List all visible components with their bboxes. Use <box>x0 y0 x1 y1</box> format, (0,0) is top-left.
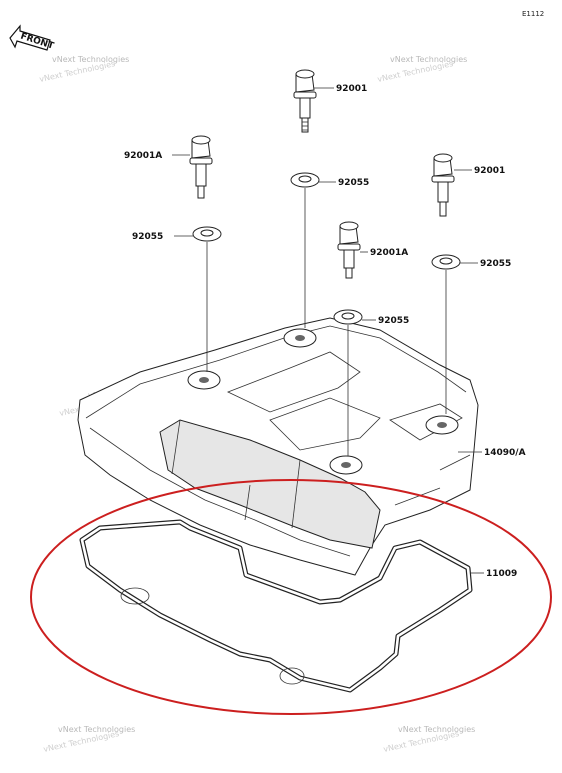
label-92055-mid: 92055 <box>378 316 409 326</box>
cylinder-head-cover <box>77 317 479 576</box>
bolt-92001a-left <box>189 135 213 199</box>
washer-92055-right <box>431 254 461 270</box>
washer-92055-mid <box>333 309 363 325</box>
front-label: FRONT <box>19 32 56 52</box>
watermark-5: vNext Technologies <box>58 725 135 734</box>
label-92001a-mid: 92001A <box>370 248 408 258</box>
label-14090a: 14090/A <box>484 448 526 458</box>
label-92055-center: 92055 <box>338 178 369 188</box>
label-92055-left: 92055 <box>132 232 163 242</box>
watermark-2: vNext Technologies <box>390 55 467 64</box>
highlight-ellipse <box>30 479 552 715</box>
head-cover-gasket <box>79 519 473 693</box>
leader-lines <box>172 87 484 574</box>
bolt-92001a-mid <box>337 221 361 279</box>
watermark-6: vNext Technologies <box>398 725 475 734</box>
label-92001a-left: 92001A <box>124 151 162 161</box>
bolt-92001-center <box>293 69 317 133</box>
bolt-92001-right <box>431 153 455 217</box>
watermark-1: vNext Technologies <box>52 55 129 64</box>
diagram-code: E1112 <box>522 10 544 18</box>
label-92001-right: 92001 <box>474 166 505 176</box>
label-92055-right: 92055 <box>480 259 511 269</box>
front-arrow-icon: FRONT <box>9 24 56 52</box>
label-11009: 11009 <box>486 569 517 579</box>
assembly-lines <box>206 188 447 456</box>
washer-92055-left <box>192 226 222 242</box>
washer-92055-center <box>290 172 320 188</box>
label-92001-center: 92001 <box>336 84 367 94</box>
